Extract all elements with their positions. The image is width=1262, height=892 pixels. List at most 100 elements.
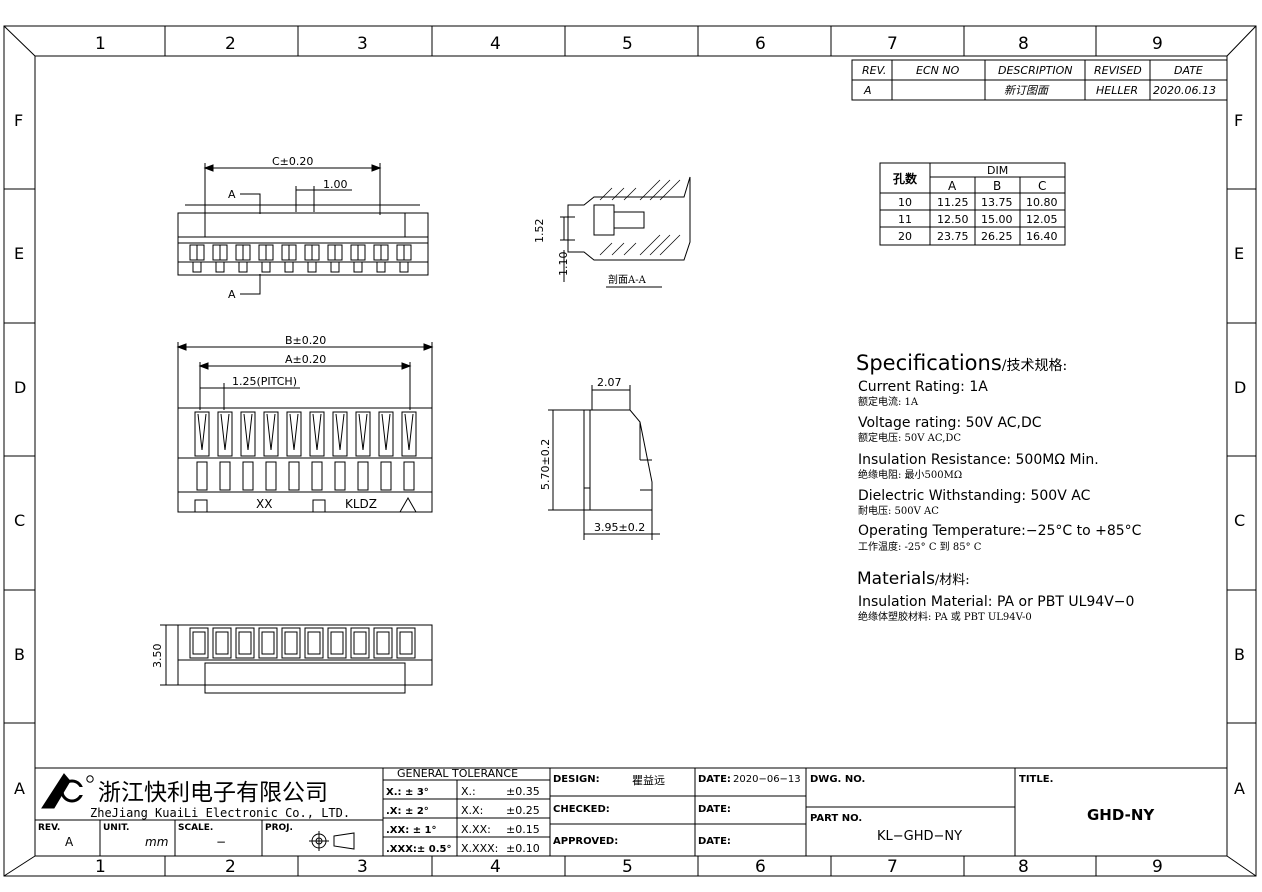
rev-header-date: DATE bbox=[1174, 64, 1203, 77]
title-label: TITLE. bbox=[1019, 774, 1053, 785]
scale-value: − bbox=[216, 835, 226, 849]
top-view: C±0.20 1.00 A A bbox=[177, 155, 429, 301]
dim-table: 孔数 DIM A B C 10 11.25 13.75 10.80 11 12.… bbox=[879, 162, 1066, 246]
title-value: GHD-NY bbox=[1087, 806, 1155, 824]
front-mark-xx: XX bbox=[256, 497, 272, 511]
row-label-B: B bbox=[14, 645, 25, 664]
tol-lin-2-k: X.XX: bbox=[461, 823, 491, 836]
col-label-5-bottom: 5 bbox=[622, 857, 633, 877]
front-mark-kldz: KLDZ bbox=[345, 497, 377, 511]
rev-header-revised: REVISED bbox=[1094, 64, 1142, 77]
rev-header-desc: DESCRIPTION bbox=[998, 64, 1072, 77]
spec-0-cn: 额定电流: 1A bbox=[858, 395, 919, 408]
profile-dim-bottom: 3.95±0.2 bbox=[594, 521, 645, 534]
col-label-1-bottom: 1 bbox=[95, 857, 106, 877]
tol-lin-1-v: ±0.25 bbox=[506, 804, 540, 817]
tolerance-title: GENERAL TOLERANCE bbox=[397, 767, 518, 780]
col-label-8-bottom: 8 bbox=[1018, 857, 1029, 877]
row-label-E: E bbox=[14, 244, 24, 263]
tol-lin-3-v: ±0.10 bbox=[506, 842, 540, 855]
dim-r2-b: 26.25 bbox=[981, 230, 1013, 243]
row-label-D-right: D bbox=[1234, 378, 1246, 397]
section-view: 1.52 1.10 剖面A-A bbox=[533, 176, 691, 288]
tol-lin-1-k: X.X: bbox=[461, 804, 483, 817]
part-value: KL−GHD−NY bbox=[877, 829, 962, 844]
rev-cell-rev: A bbox=[863, 84, 872, 97]
row-label-D: D bbox=[14, 378, 26, 397]
tol-angle-0: X.: ± 3° bbox=[386, 787, 429, 798]
dim-r1-n: 11 bbox=[898, 213, 912, 226]
section-a-bottom: A bbox=[228, 288, 236, 301]
section-caption: 剖面A-A bbox=[608, 273, 647, 286]
col-label-3-bottom: 3 bbox=[357, 857, 368, 877]
dim-group-header: DIM bbox=[987, 164, 1008, 177]
profile-dim-height: 5.70±0.2 bbox=[539, 439, 552, 490]
dim-r1-b: 15.00 bbox=[981, 213, 1013, 226]
top-dim-pitch: 1.00 bbox=[323, 178, 348, 191]
profile-dim-top: 2.07 bbox=[597, 376, 622, 389]
profile-view: 2.07 5.70±0.2 3.95±0.2 bbox=[539, 376, 660, 540]
col-label-2: 2 bbox=[225, 34, 236, 54]
rev-cell-desc: 新订图面 bbox=[1004, 84, 1050, 97]
specifications: Specifications/技术规格: Current Rating: 1A … bbox=[856, 351, 1142, 623]
row-label-F: F bbox=[14, 111, 23, 130]
revision-table: REV. ECN NO DESCRIPTION REVISED DATE A 新… bbox=[851, 59, 1228, 101]
col-label-6-bottom: 6 bbox=[755, 857, 766, 877]
title-block: 浙江快利电子有限公司 ZheJiang KuaiLi Electronic Co… bbox=[34, 767, 1228, 857]
approved-label: APPROVED: bbox=[553, 836, 618, 847]
dim-col-b: B bbox=[993, 179, 1001, 193]
row-label-F-right: F bbox=[1234, 111, 1243, 130]
section-dim-h1: 1.52 bbox=[533, 219, 546, 244]
bottom-dim-h: 3.50 bbox=[151, 644, 164, 669]
materials-title: Materials/材料: bbox=[857, 569, 970, 589]
rev-header-rev: REV. bbox=[862, 64, 886, 77]
material-0-cn: 绝缘体塑胶材料: PA 或 PBT UL94V-0 bbox=[858, 610, 1032, 623]
date1-value: 2020−06−13 bbox=[733, 774, 801, 785]
col-label-7: 7 bbox=[887, 34, 898, 54]
front-dim-a: A±0.20 bbox=[285, 353, 326, 366]
dim-r2-a: 23.75 bbox=[937, 230, 969, 243]
front-view: B±0.20 A±0.20 1.25(PITCH) XX KLDZ bbox=[176, 334, 434, 513]
dim-r1-c: 12.05 bbox=[1026, 213, 1058, 226]
dim-col-a: A bbox=[948, 179, 957, 193]
rev-cell-date: 2020.06.13 bbox=[1153, 84, 1216, 97]
col-label-9-bottom: 9 bbox=[1152, 857, 1163, 877]
row-label-C: C bbox=[14, 511, 25, 530]
spec-1-cn: 额定电压: 50V AC,DC bbox=[858, 431, 961, 444]
top-dim-c: C±0.20 bbox=[272, 155, 313, 168]
col-label-2-bottom: 2 bbox=[225, 857, 236, 877]
front-dim-pitch: 1.25(PITCH) bbox=[232, 375, 297, 388]
dwg-label: DWG. NO. bbox=[810, 774, 865, 785]
rev-label: REV. bbox=[38, 823, 60, 833]
rev-value: A bbox=[65, 835, 74, 849]
col-label-8: 8 bbox=[1018, 34, 1029, 54]
bottom-view: 3.50 bbox=[151, 624, 433, 694]
checked-label: CHECKED: bbox=[553, 804, 610, 815]
spec-1-en: Voltage rating: 50V AC,DC bbox=[858, 415, 1042, 431]
date3-label: DATE: bbox=[698, 836, 731, 847]
spec-3-cn: 耐电压: 500V AC bbox=[858, 504, 939, 517]
rev-header-ecn: ECN NO bbox=[916, 64, 960, 77]
tol-lin-0-k: X.: bbox=[461, 785, 476, 798]
col-label-4-bottom: 4 bbox=[490, 857, 501, 877]
scale-label: SCALE. bbox=[178, 823, 213, 833]
col-label-6: 6 bbox=[755, 34, 766, 54]
company-name-cn: 浙江快利电子有限公司 bbox=[98, 780, 328, 806]
tol-lin-2-v: ±0.15 bbox=[506, 823, 540, 836]
dim-r0-b: 13.75 bbox=[981, 196, 1013, 209]
spec-2-en: Insulation Resistance: 500MΩ Min. bbox=[858, 452, 1099, 468]
rev-cell-revised: HELLER bbox=[1096, 84, 1138, 97]
dim-r2-c: 16.40 bbox=[1026, 230, 1058, 243]
proj-label: PROJ. bbox=[265, 823, 293, 833]
projection-symbol-icon bbox=[309, 831, 355, 851]
spec-0-en: Current Rating: 1A bbox=[858, 379, 988, 395]
design-value: 瞿益远 bbox=[632, 773, 665, 787]
dim-r1-a: 12.50 bbox=[937, 213, 969, 226]
row-label-E-right: E bbox=[1234, 244, 1244, 263]
company-name-en: ZheJiang KuaiLi Electronic Co., LTD. bbox=[90, 806, 350, 820]
dim-corner: 孔数 bbox=[893, 171, 918, 186]
row-label-B-right: B bbox=[1234, 645, 1245, 664]
row-labels: F E D C B A F E D C B A bbox=[14, 111, 1246, 798]
unit-label: UNIT. bbox=[103, 823, 129, 833]
